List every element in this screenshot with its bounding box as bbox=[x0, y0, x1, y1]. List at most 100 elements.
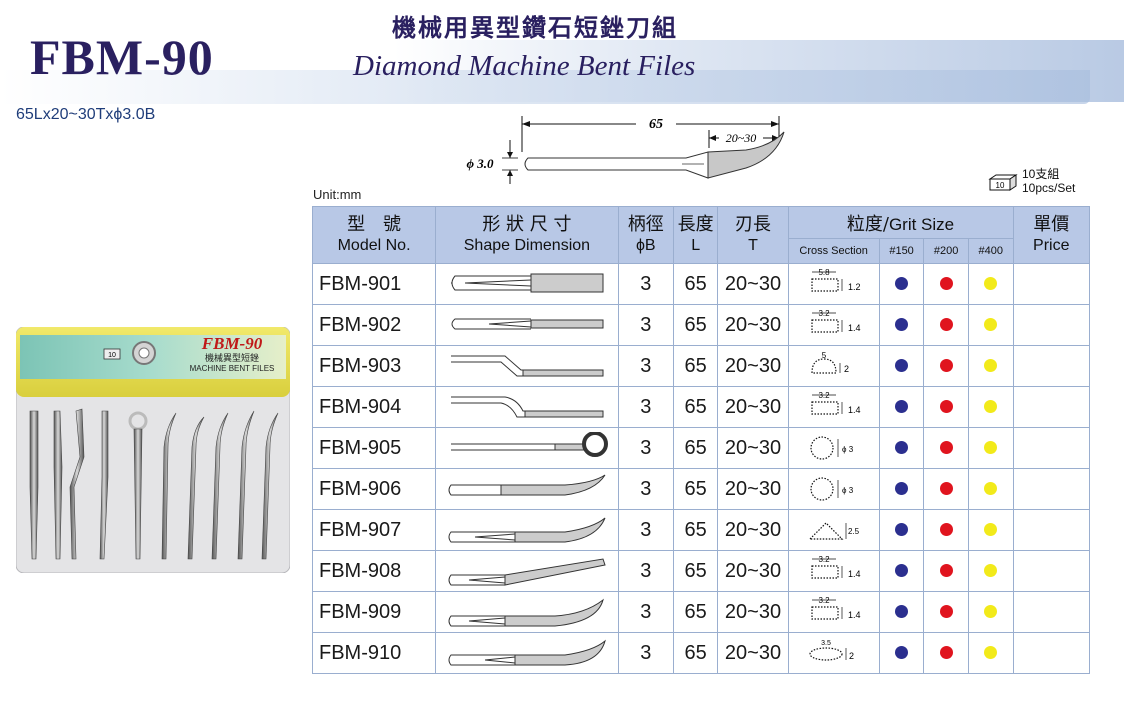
title-chinese: 機械用異型鑽石短銼刀組 bbox=[392, 13, 678, 42]
diameter-cell: 3 bbox=[617, 591, 674, 633]
shape-drawing bbox=[435, 304, 619, 346]
diameter-cell: 3 bbox=[617, 263, 674, 305]
shape-drawing bbox=[435, 509, 619, 551]
cross-section-icon: ϕ 3 bbox=[810, 477, 854, 501]
grit-400-dot bbox=[967, 345, 1014, 387]
diameter-label: ϕ 3.0 bbox=[466, 156, 494, 171]
length-cell: 65 bbox=[672, 263, 719, 305]
price-cell bbox=[1012, 550, 1091, 592]
grit-150-dot bbox=[878, 509, 925, 551]
cs-width-label: 3.2 bbox=[818, 392, 830, 400]
shape-drawing bbox=[435, 632, 619, 674]
price-cell bbox=[1012, 263, 1091, 305]
model-number: FBM-908 bbox=[311, 550, 437, 592]
tip-cell: 20~30 bbox=[717, 345, 789, 387]
price-cell bbox=[1012, 468, 1091, 510]
shape-drawing bbox=[435, 263, 619, 305]
header-grit-400: #400 bbox=[967, 238, 1014, 264]
cross-section-cell: 5.8 1.2 bbox=[787, 263, 880, 305]
length-label: 65 bbox=[649, 117, 663, 132]
grit-150-dot bbox=[878, 591, 925, 633]
cross-section-cell: ϕ 3 bbox=[787, 468, 880, 510]
photo-en: MACHINE BENT FILES bbox=[190, 364, 275, 373]
grit-400-dot bbox=[967, 304, 1014, 346]
model-number: FBM-909 bbox=[311, 591, 437, 633]
diameter-cell: 3 bbox=[617, 304, 674, 346]
grit-150-dot bbox=[878, 550, 925, 592]
cross-section-icon: 5.8 1.2 bbox=[811, 269, 861, 292]
diameter-cell: 3 bbox=[617, 345, 674, 387]
model-number: FBM-904 bbox=[311, 386, 437, 428]
package-count: 10 bbox=[996, 181, 1005, 190]
length-cell: 65 bbox=[672, 468, 719, 510]
cs-width-label: 3.2 bbox=[818, 556, 830, 564]
tip-cell: 20~30 bbox=[717, 386, 789, 428]
grit-400-dot bbox=[967, 386, 1014, 428]
cs-height-label: 2 bbox=[844, 364, 849, 374]
cross-section-icon: 3.21.4 bbox=[811, 310, 861, 333]
model-title: FBM-90 bbox=[30, 29, 214, 85]
header-cross-section: Cross Section bbox=[787, 238, 880, 264]
grit-400-dot bbox=[967, 427, 1014, 469]
cs-height-label: ϕ 3 bbox=[842, 486, 854, 495]
cross-section-icon: 3.21.4 bbox=[811, 597, 860, 620]
header-grit-200: #200 bbox=[923, 238, 969, 264]
grit-200-dot bbox=[923, 386, 969, 428]
shape-drawing bbox=[435, 386, 619, 428]
diameter-cell: 3 bbox=[617, 509, 674, 551]
grit-150-dot bbox=[878, 345, 925, 387]
unit-label: Unit:mm bbox=[313, 187, 362, 202]
length-cell: 65 bbox=[672, 632, 719, 674]
model-number: FBM-902 bbox=[311, 304, 437, 346]
cs-height-label: 1.4 bbox=[848, 323, 861, 333]
diameter-cell: 3 bbox=[617, 632, 674, 674]
grit-200-dot bbox=[923, 263, 969, 305]
length-cell: 65 bbox=[672, 509, 719, 551]
model-number: FBM-901 bbox=[311, 263, 437, 305]
cs-height-label: 1.4 bbox=[848, 405, 861, 415]
model-number: FBM-903 bbox=[311, 345, 437, 387]
grit-400-dot bbox=[967, 468, 1014, 510]
cs-width-label: 3.5 bbox=[821, 640, 831, 647]
grit-400-dot bbox=[967, 263, 1014, 305]
grit-200-dot bbox=[923, 509, 969, 551]
product-photo: 10 FBM-90 機械異型短銼 MACHINE BENT FILES bbox=[16, 327, 290, 573]
shape-drawing bbox=[435, 427, 619, 469]
diameter-cell: 3 bbox=[617, 468, 674, 510]
header-band bbox=[0, 40, 1124, 104]
grit-200-dot bbox=[923, 345, 969, 387]
tip-cell: 20~30 bbox=[717, 304, 789, 346]
shape-drawing bbox=[435, 345, 619, 387]
header-grit: 粒度/Grit Size bbox=[787, 206, 1014, 239]
diameter-cell: 3 bbox=[617, 550, 674, 592]
cs-height-label: 2 bbox=[849, 651, 854, 661]
price-cell bbox=[1012, 591, 1091, 633]
cs-height-label: 1.2 bbox=[848, 282, 861, 292]
grit-400-dot bbox=[967, 591, 1014, 633]
grit-150-dot bbox=[878, 263, 925, 305]
dimension-drawing: 65 20~30 ϕ 3.0 bbox=[466, 116, 785, 184]
grit-200-dot bbox=[923, 550, 969, 592]
grit-400-dot bbox=[967, 550, 1014, 592]
model-number: FBM-910 bbox=[311, 632, 437, 674]
spec-text: 65Lx20~30Txϕ3.0B bbox=[16, 106, 156, 123]
cross-section-icon: 52 bbox=[811, 351, 849, 374]
price-cell bbox=[1012, 386, 1091, 428]
cs-width-label: 5.8 bbox=[818, 269, 830, 277]
tip-cell: 20~30 bbox=[717, 468, 789, 510]
cs-width-label: 3.2 bbox=[818, 597, 830, 605]
